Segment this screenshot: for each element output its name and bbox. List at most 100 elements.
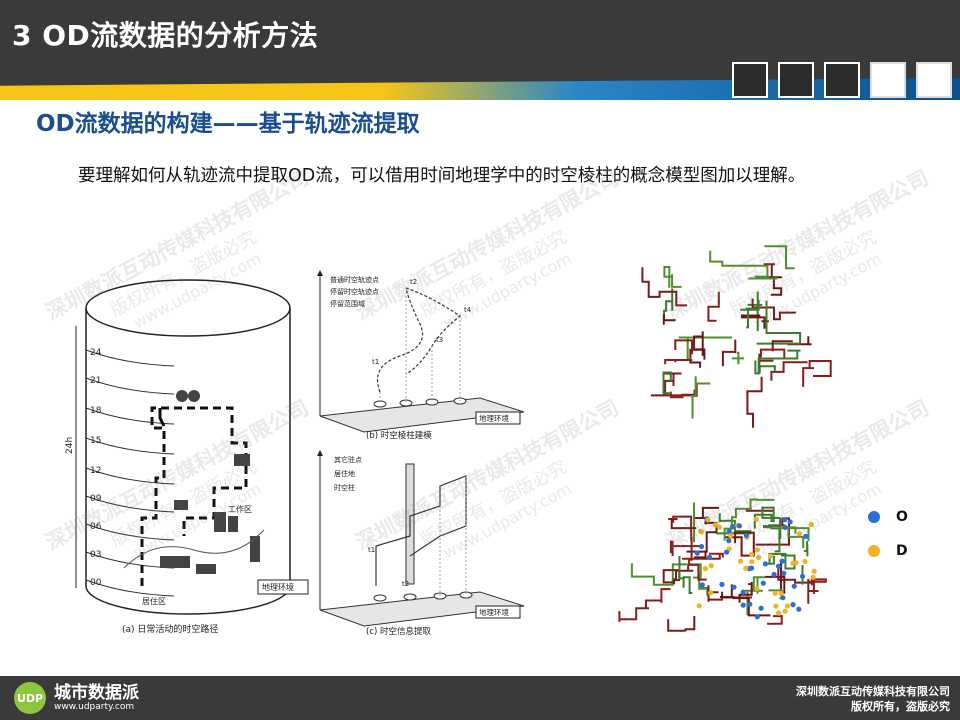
- trajectory-line: [694, 506, 720, 525]
- trajectory-line: [664, 359, 693, 365]
- origin-point: [749, 565, 755, 571]
- origin-point: [740, 589, 746, 595]
- figure-c-caption: (c) 时空信息提取: [366, 626, 432, 637]
- fig-b-legend-item: 普通时空轨迹点: [330, 275, 379, 284]
- hour-label: 21: [90, 376, 101, 386]
- od-points-map: [618, 498, 827, 632]
- home-area-label: 居住区: [142, 596, 166, 606]
- trajectory-line: [662, 314, 676, 325]
- destination-point: [702, 566, 708, 572]
- section-subtitle: OD流数据的构建——基于轨迹流提取: [36, 111, 420, 137]
- trajectory-line: [663, 288, 674, 321]
- origin-point: [730, 524, 736, 530]
- origin-point: [747, 601, 753, 607]
- origin-point: [694, 550, 700, 556]
- trajectory-line: [678, 556, 693, 594]
- destination-point: [790, 560, 796, 566]
- square-2: [778, 62, 814, 98]
- origin-point: [698, 543, 705, 550]
- destination-point: [727, 533, 734, 539]
- trajectory-line: [630, 563, 702, 586]
- hour-label: 06: [90, 522, 102, 532]
- hour-label: 24: [90, 348, 102, 358]
- destination-point: [767, 553, 773, 559]
- trajectory-line: [738, 581, 753, 603]
- fig-b-legend-item: 停留时空轨迹点: [330, 287, 379, 296]
- origin-point: [723, 549, 730, 555]
- trajectory-line: [721, 339, 737, 367]
- figure-b-prism-model: 普通时空轨迹点 停留时空轨迹点 停留范围域 t1 t2 t3 t4 地理环境 (…: [317, 270, 525, 441]
- trajectory-line: [709, 250, 769, 278]
- trajectory-line: [641, 267, 687, 307]
- decorative-squares: [732, 62, 952, 98]
- destination-point: [705, 517, 711, 523]
- trajectory-line: [740, 300, 760, 329]
- destination-point: [743, 565, 749, 571]
- trajectory-line: [674, 339, 693, 355]
- origin-point: [706, 554, 713, 560]
- trajectory-line: [667, 616, 696, 632]
- trajectory-line: [669, 540, 704, 557]
- logo-name: 城市数据派: [54, 683, 139, 703]
- trajectory-line: [740, 314, 769, 329]
- rights-notice: 版权所有，盗版必究: [851, 700, 950, 713]
- trajectory-line: [747, 291, 763, 332]
- fig-c-legend-item: 其它驻点: [334, 455, 362, 464]
- hour-label: 09: [90, 494, 102, 504]
- geo-env-label: 地理环境: [479, 607, 509, 617]
- figure-b-caption: (b) 时空棱柱建模: [366, 430, 432, 441]
- origin-point: [771, 571, 777, 578]
- square-1: [732, 62, 768, 98]
- trajectory-line: [807, 578, 827, 604]
- legend-item-d: D: [868, 534, 908, 568]
- destination-point: [748, 551, 755, 557]
- trajectory-line: [662, 371, 672, 395]
- origin-point: [775, 563, 782, 569]
- logo-url: www.udparty.com: [54, 702, 135, 712]
- origin-point: [782, 517, 788, 523]
- destination-point: [811, 568, 817, 574]
- square-4: [870, 62, 906, 98]
- trajectory-line: [745, 576, 766, 616]
- destination-point: [810, 574, 816, 580]
- origin-point: [699, 582, 705, 588]
- legend-item-o: O: [868, 500, 908, 534]
- trajectory-line: [707, 585, 752, 602]
- duration-label: 24h: [65, 437, 75, 454]
- header-bar: 3 OD流数据的分析方法: [0, 0, 960, 92]
- origin-point: [736, 523, 742, 529]
- square-3: [824, 62, 860, 98]
- origin-point: [726, 528, 732, 534]
- origin-point: [780, 595, 786, 601]
- destination-point: [716, 524, 722, 530]
- destination-point: [712, 522, 718, 528]
- destination-point: [796, 531, 802, 537]
- destination-point: [776, 610, 782, 616]
- geo-env-label: 地理环境: [262, 582, 294, 592]
- origin-point: [799, 573, 806, 579]
- destination-point: [772, 590, 778, 596]
- company-name: 深圳数派互动传媒科技有限公司: [796, 685, 950, 698]
- destination-point: [754, 547, 760, 553]
- trajectory-line: [691, 376, 711, 419]
- trajectory-line: [804, 541, 809, 557]
- trajectory-line: [768, 589, 786, 600]
- trajectory-map: [641, 245, 832, 428]
- origin-point: [731, 584, 737, 590]
- destination-point: [784, 603, 790, 609]
- trajectory-line: [746, 376, 763, 428]
- destination-point: [753, 516, 759, 522]
- trajectory-line: [802, 360, 832, 387]
- trajectory-line: [693, 331, 705, 356]
- body-paragraph: 要理解如何从轨迹流中提取OD流，可以借用时间地理学中的时空棱柱的概念模型图加以理…: [78, 166, 806, 186]
- page-title: 3 OD流数据的分析方法: [12, 19, 319, 52]
- destination-point: [708, 563, 714, 569]
- origin-point: [758, 605, 764, 611]
- destination-point: [808, 521, 814, 528]
- trajectory-line: [650, 372, 696, 397]
- square-5: [916, 62, 952, 98]
- destination-point: [697, 528, 704, 534]
- origin-marker-icon: [868, 511, 880, 523]
- t-label: t3: [436, 336, 443, 344]
- t-label: t4: [464, 306, 472, 314]
